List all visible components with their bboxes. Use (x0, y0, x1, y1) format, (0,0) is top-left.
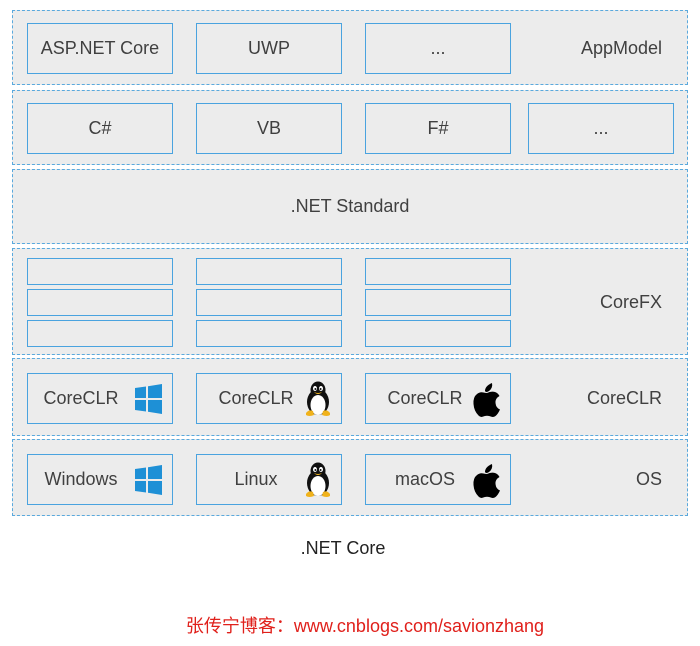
os-linux-box: Linux (196, 454, 342, 505)
vb-box: VB (196, 103, 342, 154)
os-windows-box: Windows (27, 454, 173, 505)
coreclr-windows-box: CoreCLR (27, 373, 173, 424)
uwp-label: UWP (248, 38, 290, 58)
csharp-label: C# (88, 118, 112, 138)
csharp-box: C# (27, 103, 173, 154)
net-standard-layer (12, 169, 688, 244)
diagram-caption: .NET Core (300, 538, 386, 558)
apple-icon (472, 382, 502, 417)
uwp-box: UWP (196, 23, 342, 74)
corefx-block (27, 320, 173, 347)
aspnet-core-box: ASP.NET Core (27, 23, 173, 74)
corefx-block (365, 258, 511, 285)
appmodel-more-label: ... (430, 38, 446, 58)
corefx-block (196, 258, 342, 285)
corefx-block (27, 258, 173, 285)
appmodel-more-box: ... (365, 23, 511, 74)
coreclr-linux-label: CoreCLR (218, 388, 294, 408)
appmodel-layer-label: AppModel (580, 38, 662, 58)
corefx-block (27, 289, 173, 316)
linux-tux-icon (303, 381, 333, 416)
coreclr-windows-label: CoreCLR (43, 388, 119, 408)
os-macos-label: macOS (394, 469, 455, 489)
corefx-block (196, 289, 342, 316)
windows-icon (134, 382, 164, 416)
languages-more-box: ... (528, 103, 674, 154)
coreclr-macos-label: CoreCLR (387, 388, 463, 408)
corefx-layer-label: CoreFX (599, 292, 662, 312)
net-standard-label: .NET Standard (290, 196, 410, 216)
languages-more-label: ... (593, 118, 609, 138)
coreclr-linux-box: CoreCLR (196, 373, 342, 424)
corefx-block (196, 320, 342, 347)
os-windows-label: Windows (44, 469, 118, 489)
corefx-block (365, 289, 511, 316)
os-layer-label: OS (635, 469, 662, 489)
os-linux-label: Linux (234, 469, 278, 489)
fsharp-box: F# (365, 103, 511, 154)
fsharp-label: F# (427, 118, 449, 138)
coreclr-macos-box: CoreCLR (365, 373, 511, 424)
windows-icon (134, 463, 164, 497)
vb-label: VB (256, 118, 281, 138)
apple-icon (472, 463, 502, 498)
os-macos-box: macOS (365, 454, 511, 505)
blog-credit: 张传宁博客：www.cnblogs.com/savionzhang (185, 616, 545, 636)
corefx-block (365, 320, 511, 347)
linux-tux-icon (303, 462, 333, 497)
coreclr-layer-label: CoreCLR (586, 388, 662, 408)
aspnet-core-label: ASP.NET Core (40, 38, 160, 58)
